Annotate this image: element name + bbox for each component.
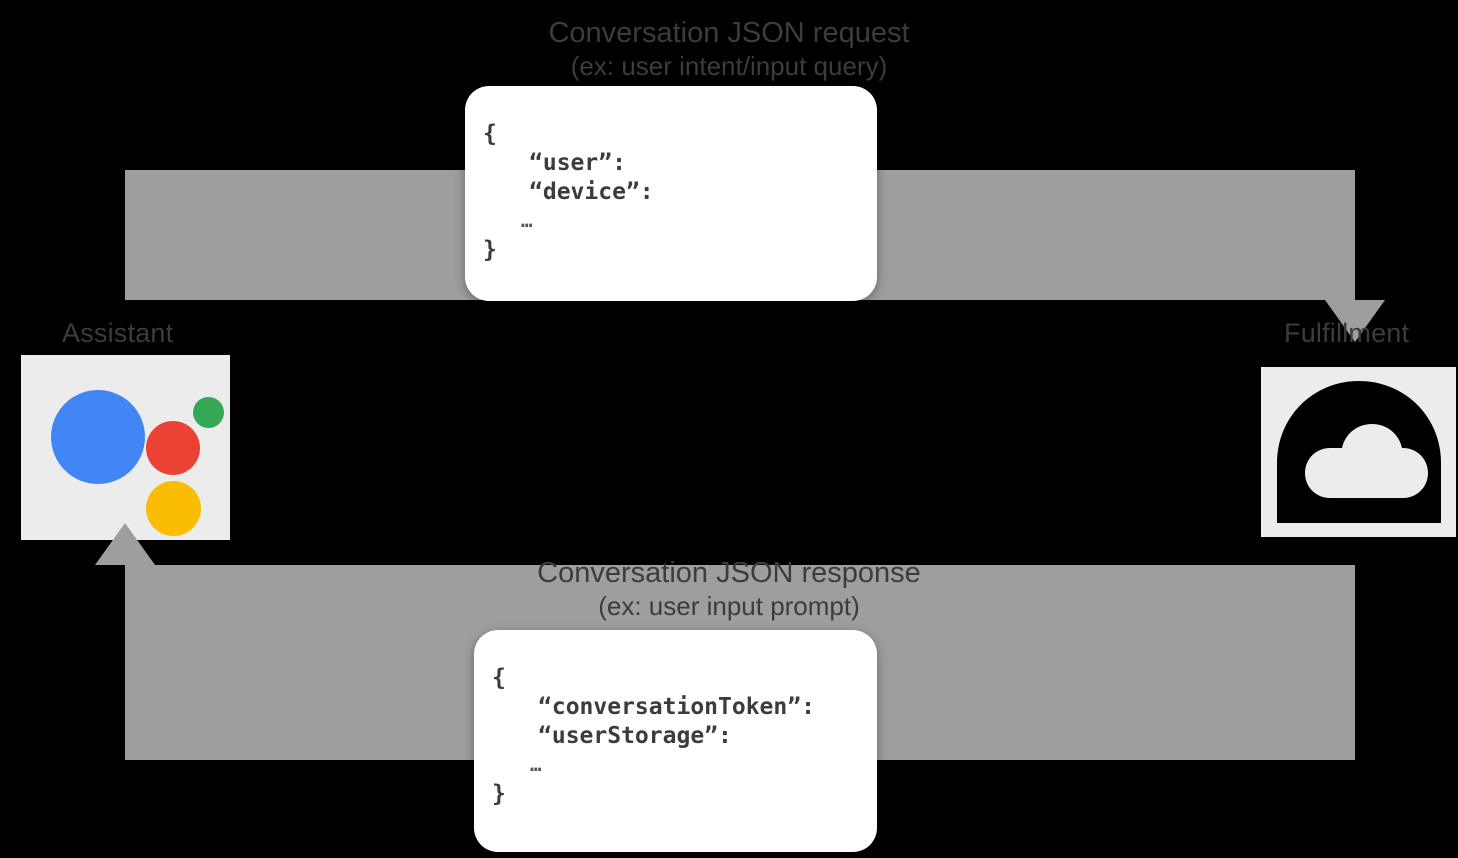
json-key: “device”: <box>529 179 654 205</box>
fulfillment-icon-tile[interactable] <box>1261 367 1456 537</box>
response-arrow-head-icon <box>95 523 155 565</box>
json-ellipsis: … <box>530 754 542 776</box>
request-flow-subtitle: (ex: user intent/input query) <box>570 51 888 81</box>
assistant-green-dot-icon <box>193 396 224 428</box>
assistant-icon-tile[interactable] <box>21 355 230 540</box>
assistant-node-label: Assistant <box>62 318 174 348</box>
json-open-brace: { <box>492 665 506 691</box>
json-key: “user”: <box>529 150 626 176</box>
request-json-code: { “user”: “device”: …} <box>483 120 849 265</box>
request-arrow-head-icon <box>1325 300 1385 342</box>
cloud-functions-icon <box>1276 381 1441 523</box>
json-close-brace: } <box>492 781 506 807</box>
assistant-blue-dot-icon <box>51 389 145 484</box>
json-key: “userStorage”: <box>538 723 732 749</box>
response-flow-subtitle: (ex: user input prompt) <box>598 591 860 621</box>
google-assistant-icon <box>33 368 224 536</box>
assistant-yellow-dot-icon <box>146 480 201 536</box>
request-json-card: { “user”: “device”: …} <box>465 86 877 301</box>
response-json-card: { “conversationToken”: “userStorage”: …} <box>474 630 877 852</box>
response-json-code: { “conversationToken”: “userStorage”: …} <box>492 664 849 809</box>
json-key: “conversationToken”: <box>538 694 815 720</box>
fulfillment-node-label: Fulfillment <box>1284 318 1410 348</box>
assistant-red-dot-icon <box>146 420 200 475</box>
response-flow-title: Conversation JSON response <box>537 557 921 589</box>
json-ellipsis: … <box>521 210 533 232</box>
request-flow-title: Conversation JSON request <box>548 17 910 49</box>
json-close-brace: } <box>483 237 497 263</box>
json-open-brace: { <box>483 121 497 147</box>
